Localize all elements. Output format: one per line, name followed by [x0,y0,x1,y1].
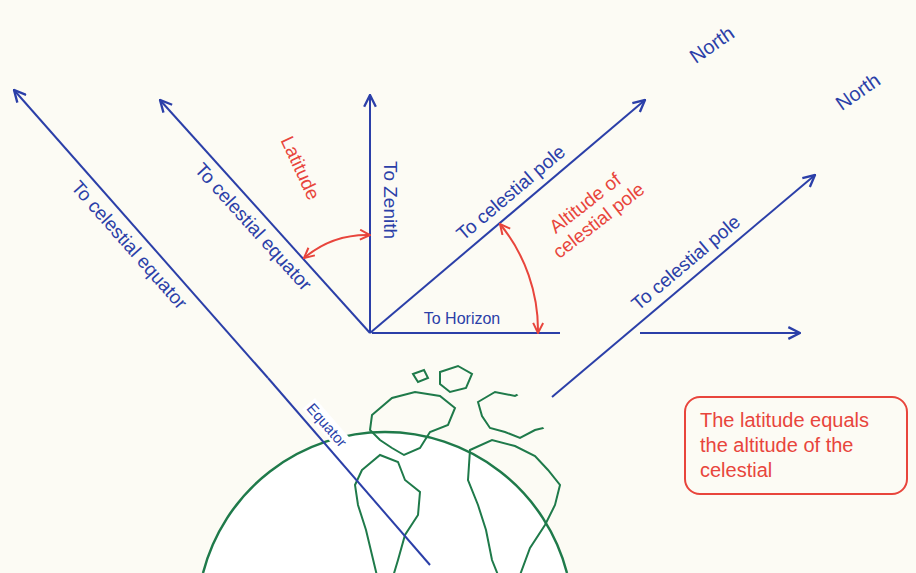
earth [203,366,567,573]
africa [468,440,560,573]
north-america [370,392,455,455]
note-text: The latitude equals the altitude of the … [700,408,892,483]
south-america [355,455,420,573]
equator-line [268,378,430,565]
latitude-arc [304,235,370,258]
angle-arcs [304,224,538,333]
equator-label: Equator [302,398,352,452]
altitude-arc [500,224,538,333]
arrow-zenith [369,95,371,333]
arrow-label: To celestial pole [628,211,745,315]
arrow-label: To celestial equator [67,176,192,313]
arrow-horizon [640,332,800,334]
greenland [440,366,472,392]
direction-label: North [685,22,738,69]
arrow-celestial-equator [160,100,370,333]
angle-label: Latitude [276,133,324,204]
continents [355,366,560,573]
arrow-label: To Zenith [379,161,401,239]
europe [478,388,560,438]
arrow-celestial-equator [14,90,268,378]
direction-label: North [831,69,884,116]
earth-outline [203,432,567,573]
direction-arrows [14,90,815,397]
island [413,370,428,382]
note-box: The latitude equals the altitude of the … [684,396,908,495]
arrow-label: To Horizon [424,310,500,328]
horizon-line [372,332,560,334]
